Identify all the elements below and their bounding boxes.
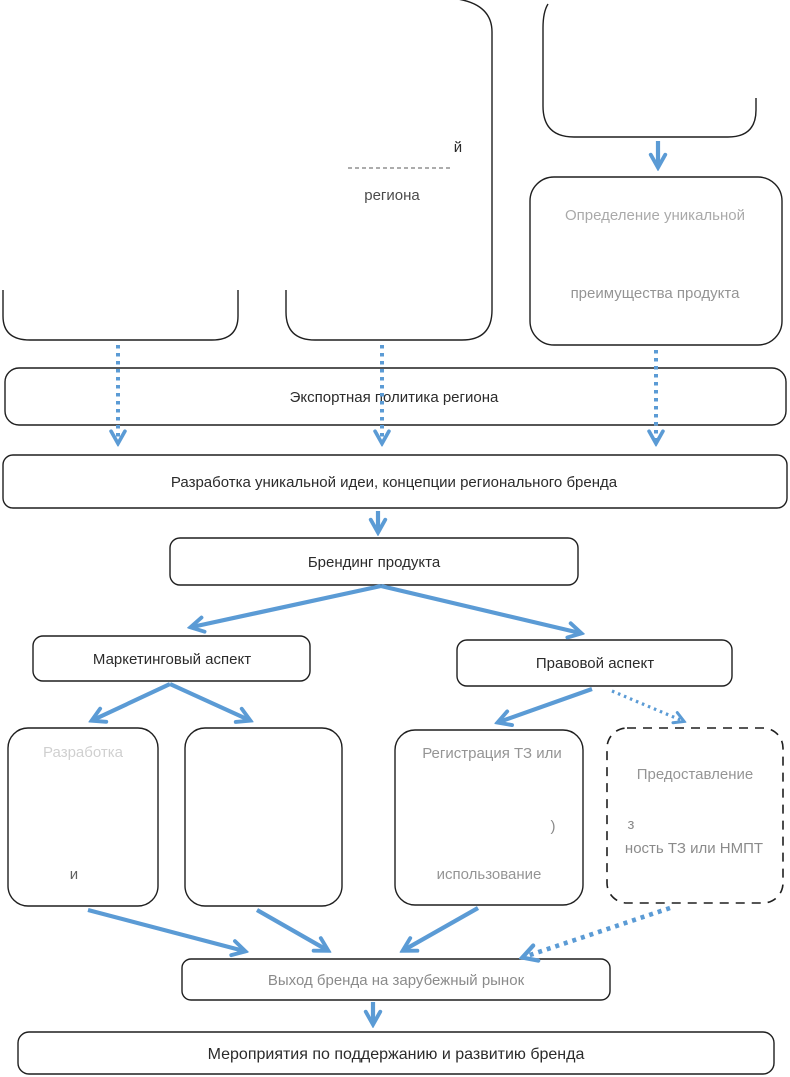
box-concept [2,454,788,509]
registration-line1: Регистрация ТЗ или [422,745,562,762]
box-market-entry [181,958,611,1001]
concept-label: Разработка уникальной идеи, концепции ре… [171,474,618,491]
arrow-legal-to-granting-dotted [611,689,683,721]
box-granting-dashed [606,727,784,904]
support-label: Мероприятия по поддержанию и развитию бр… [208,1046,585,1063]
marketing-child1-line2: и [70,866,78,883]
arrow-branding-to-legal [380,583,580,633]
top-middle-fragment-1: й [454,139,462,156]
box-support [17,1031,775,1075]
arrow-child1-to-entry [87,907,244,951]
arrow-registration-to-entry [404,906,480,950]
box-legal-aspect [456,639,733,687]
box-marketing-child-1 [7,727,159,907]
box-unique-advantage [529,176,783,346]
marketing-aspect-label: Маркетинговый аспект [93,651,251,668]
legal-aspect-label: Правовой аспект [536,655,654,672]
arrow-branding-to-marketing [192,583,382,627]
granting-line1: Предоставление [637,766,754,783]
box-registration [394,729,584,906]
granting-line2: з [628,816,635,833]
arrow-granting-to-entry-dotted [524,905,671,957]
arrow-child2-to-entry [255,908,327,950]
box-branding [169,537,579,586]
registration-line2: ) [551,818,556,835]
box-top-middle-partial [285,0,493,341]
arrow-marketing-to-child2 [169,682,249,720]
branding-label: Брендинг продукта [308,554,441,571]
box-marketing-child-2 [184,727,343,907]
box-export-policy [4,367,787,426]
box-top-right-partial [542,3,757,138]
export-policy-label: Экспортная политика региона [290,389,499,406]
box-top-left-partial [2,290,239,341]
marketing-child1-line1: Разработка [43,744,124,761]
arrow-marketing-to-child1 [93,682,171,720]
arrow-legal-to-registration [499,687,593,722]
registration-line3: использование [437,866,542,883]
granting-line3: ность ТЗ или НМПТ [625,840,763,857]
unique-advantage-line2: преимущества продукта [571,285,741,302]
box-marketing-aspect [32,635,311,682]
market-entry-label: Выход бренда на зарубежный рынок [268,972,525,989]
top-middle-fragment-2: региона [364,187,420,204]
unique-advantage-line1: Определение уникальной [565,207,745,224]
